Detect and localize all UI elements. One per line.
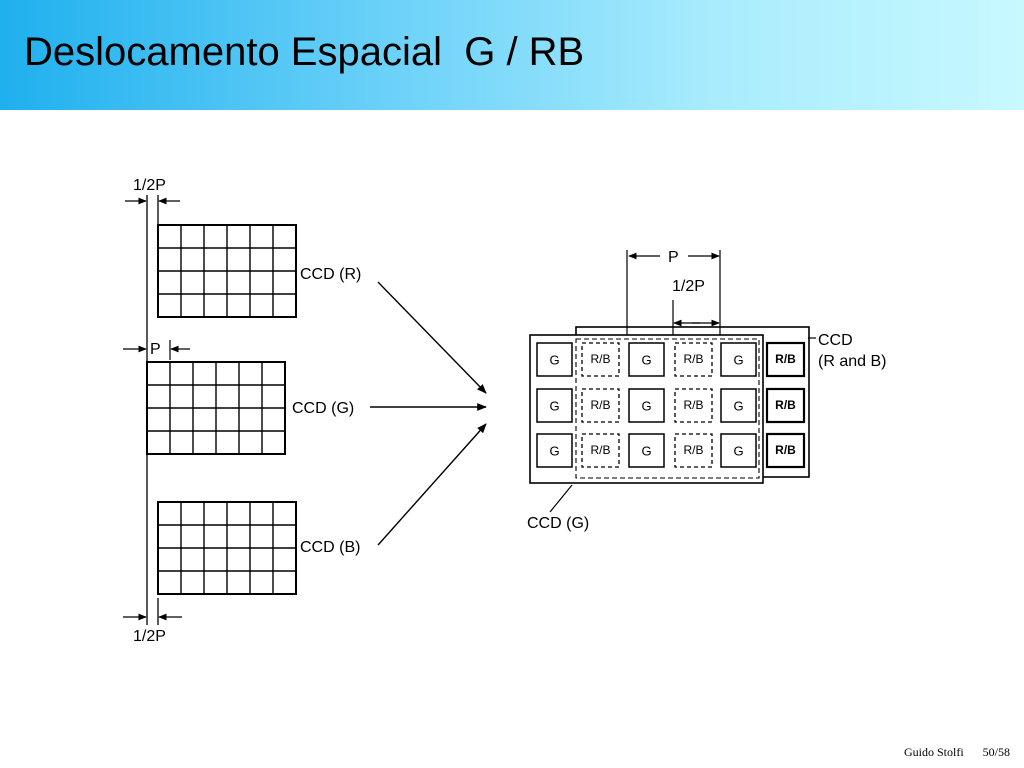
- g-pixel-label: G: [733, 444, 743, 459]
- g-pixel: [536, 388, 573, 423]
- half-pitch-bottom-label: 1/2P: [133, 628, 166, 645]
- rb-pixel-label: R/B: [590, 352, 610, 366]
- ccd-rb-label-line2: (R and B): [818, 353, 886, 370]
- g-pixel-label: G: [641, 444, 651, 459]
- rb-pixel-label: R/B: [775, 352, 796, 366]
- rb-pixel-label: R/B: [683, 352, 703, 366]
- combined-cells: G G G R/B R/B R/B G G G R/B R/B R/B G G G R/B R/B R/B: [536, 341, 806, 469]
- ccd-g-combined-label: CCD (G): [527, 515, 589, 532]
- ccd-rb-label-line1: CCD: [818, 332, 853, 349]
- g-pixel-label: G: [733, 399, 743, 414]
- g-pixel: [720, 388, 757, 423]
- g-pixel: [720, 433, 757, 468]
- g-pixel: [536, 433, 573, 468]
- rb-pixel-label: R/B: [775, 443, 796, 457]
- rb-pixel-label: R/B: [683, 443, 703, 457]
- rb-pixel: [765, 432, 806, 469]
- ccd-rb-hidden-outline: [575, 338, 760, 479]
- arrow-b-to-combined: [377, 423, 487, 546]
- leader-line: [549, 484, 573, 513]
- g-pixel-label: G: [549, 444, 559, 459]
- combined-half-pitch-label: 1/2P: [672, 278, 705, 295]
- g-pixel-label: G: [549, 399, 559, 414]
- g-pixel: [720, 342, 757, 377]
- pitch-label: P: [150, 341, 161, 358]
- ccd-b-grid: [157, 501, 297, 595]
- half-pitch-top-label: 1/2P: [133, 177, 166, 194]
- rb-pixel: [765, 341, 806, 378]
- rb-pixel-label: R/B: [590, 398, 610, 412]
- g-pixel: [628, 433, 665, 468]
- footer-author: Guido Stolfi: [903, 745, 964, 759]
- g-pixel: [628, 388, 665, 423]
- title-bar: [0, 0, 1024, 110]
- slide-title: Deslocamento Espacial G / RB: [24, 30, 585, 74]
- rb-pixel-label: R/B: [775, 398, 796, 412]
- footer: Guido Stolfi 50/58: [904, 745, 1010, 760]
- ccd-g-label: CCD (G): [292, 400, 354, 417]
- ccd-r-grid: [157, 224, 297, 318]
- rb-pixel-label: R/B: [683, 398, 703, 412]
- ccd-g-grid: [146, 361, 286, 455]
- g-pixel: [536, 342, 573, 377]
- g-pixel-label: G: [641, 399, 651, 414]
- g-pixel: [628, 342, 665, 377]
- arrow-r-to-combined: [377, 281, 487, 394]
- g-pixel-label: G: [733, 353, 743, 368]
- combined-pitch-label: P: [668, 249, 679, 266]
- rb-pixel: [765, 387, 806, 424]
- g-pixel-label: G: [549, 353, 559, 368]
- ccd-b-label: CCD (B): [300, 539, 360, 556]
- ccd-r-label: CCD (R): [300, 266, 361, 283]
- g-pixel-label: G: [641, 353, 651, 368]
- rb-pixel-label: R/B: [590, 443, 610, 457]
- footer-page-number: 50/58: [982, 745, 1010, 759]
